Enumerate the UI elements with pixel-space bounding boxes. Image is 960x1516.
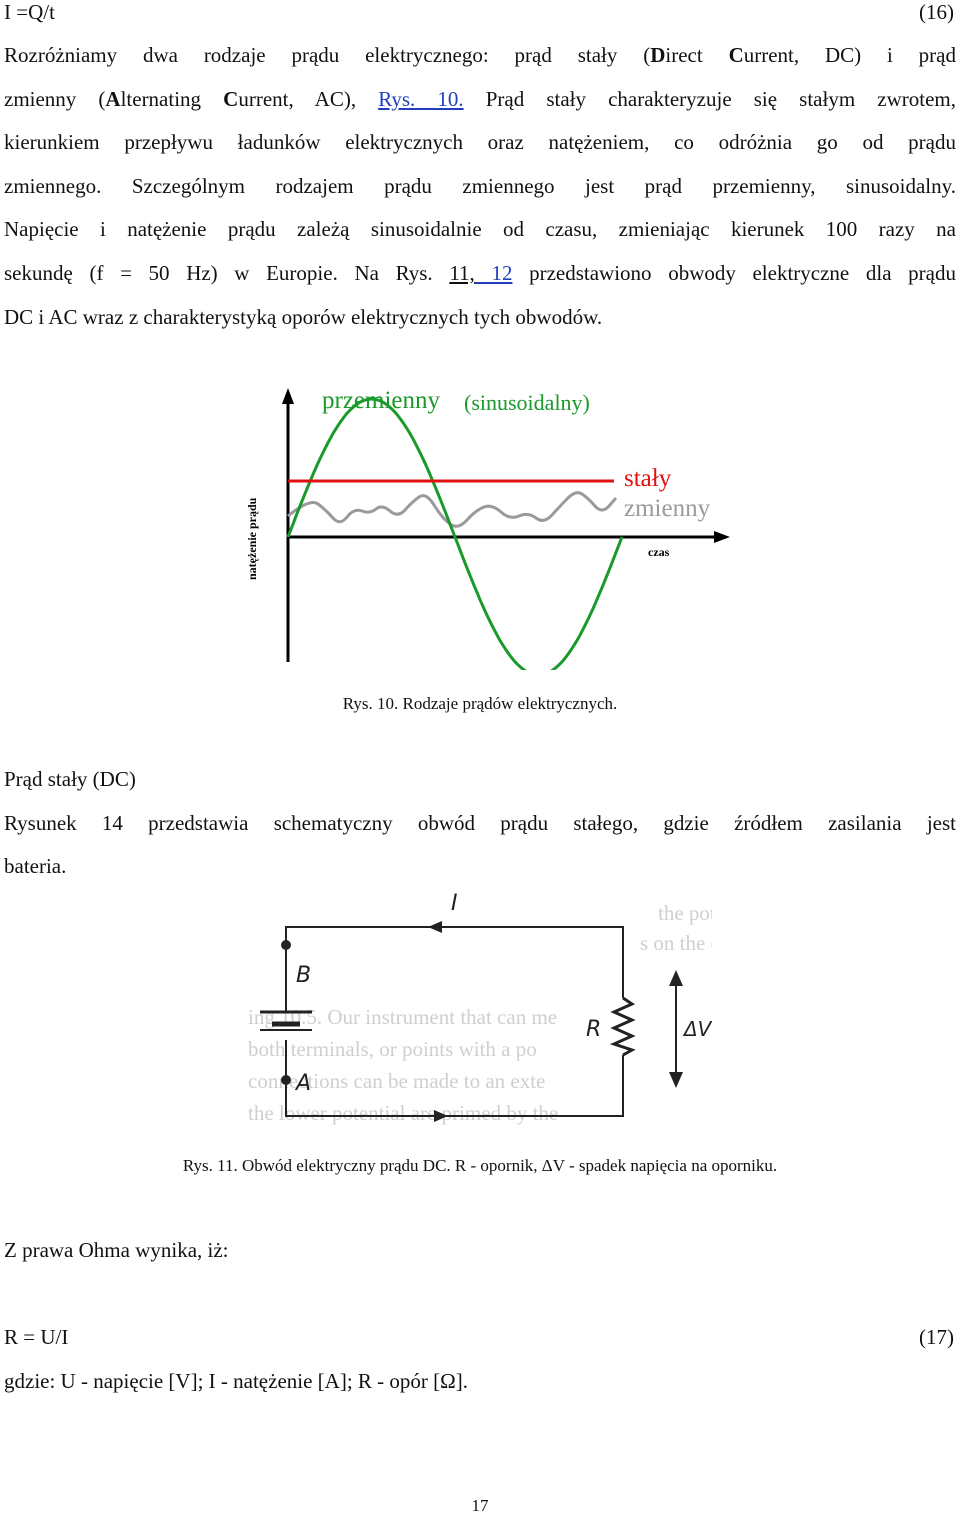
paragraph-line-4: zmiennego. Szczególnym rodzajem prądu zm… (4, 174, 956, 198)
svg-text:s on the capacitors becomes sa: s on the capacitors becomes saturated (640, 931, 712, 955)
background-scan-text: the potential decreases the current alon… (248, 901, 712, 1125)
equation-16: I =Q/t (4, 0, 956, 24)
variable-current-curve (287, 491, 618, 528)
voltage-arrow-down (669, 1072, 683, 1088)
svg-text:the lower potential are primed: the lower potential are primed by the (248, 1101, 558, 1125)
y-axis-label: natężenie prądu (245, 497, 259, 580)
label-terminal-a: A (294, 1071, 311, 1096)
link-rys-12[interactable]: 12 (474, 261, 513, 285)
circuit-wires (285, 926, 624, 1117)
sinusoidal-current-curve (286, 397, 624, 670)
dc-line-1: Rysunek 14 przedstawia schematyczny obwó… (4, 811, 956, 835)
terminal-b-dot (281, 940, 291, 950)
paragraph-line-7: DC i AC wraz z charakterystyką oporów el… (4, 305, 603, 329)
figure-10-caption: Rys. 10. Rodzaje prądów elektrycznych. (342, 694, 618, 713)
label-sinusoidalny: (sinusoidalny) (464, 390, 590, 415)
current-types-figure: przemienny (sinusoidalny) stały zmienny … (245, 387, 730, 670)
resistor-symbol (609, 996, 636, 1057)
paragraph-line-1: Rozróżniamy dwa rodzaje prądu elektryczn… (4, 43, 956, 67)
label-przemienny: przemienny (322, 387, 441, 414)
link-rys-11[interactable]: 11, (449, 261, 475, 285)
figure-11-caption: Rys. 11. Obwód elektryczny prądu DC. R -… (182, 1156, 778, 1175)
y-axis-arrow (282, 388, 294, 404)
ohm-definitions: gdzie: U - napięcie [V]; I - natężenie [… (4, 1369, 468, 1393)
x-axis-arrow (714, 531, 730, 543)
label-delta-v: ΔV (682, 1017, 712, 1041)
paragraph-line-6: sekundę (f = 50 Hz) w Europie. Na Rys. 1… (4, 261, 956, 285)
dc-circuit-figure: the potential decreases the current alon… (248, 891, 712, 1125)
svg-text:connections can be made to an: connections can be made to an exte (248, 1069, 545, 1093)
svg-text:both terminals, or points with: both terminals, or points with a po (248, 1037, 537, 1061)
equation-16-text: I =Q/t (4, 0, 55, 24)
paragraph-line-5: Napięcie i natężenie prądu zależą sinuso… (4, 217, 956, 241)
label-current-i: I (451, 891, 458, 916)
current-arrow-top (428, 921, 442, 933)
terminal-a-dot (281, 1075, 291, 1085)
label-zmienny: zmienny (624, 495, 711, 522)
ohm-intro: Z prawa Ohma wynika, iż: (4, 1238, 229, 1262)
label-terminal-b: B (296, 963, 311, 988)
equation-17: R = U/I (4, 1325, 69, 1349)
label-resistor-r: R (586, 1017, 601, 1042)
paragraph-line-3: kierunkiem przepływu ładunków elektryczn… (4, 130, 956, 154)
paragraph-line-2: zmienny (Alternating Current, AC), Rys. … (4, 87, 956, 111)
page-number: 17 (471, 1496, 489, 1515)
label-staly: stały (624, 465, 672, 492)
svg-text:the potential decreases the cu: the potential decreases the current alon… (658, 901, 712, 925)
equation-16-number: (16) (919, 0, 954, 24)
x-axis-label: czas (648, 545, 670, 559)
link-rys-10[interactable]: Rys. 10. (378, 87, 464, 111)
current-arrow-bottom (434, 1110, 448, 1122)
dc-line-2: bateria. (4, 854, 67, 878)
voltage-arrow-up (669, 970, 683, 986)
equation-17-number: (17) (919, 1325, 954, 1349)
dc-heading: Prąd stały (DC) (4, 767, 136, 791)
